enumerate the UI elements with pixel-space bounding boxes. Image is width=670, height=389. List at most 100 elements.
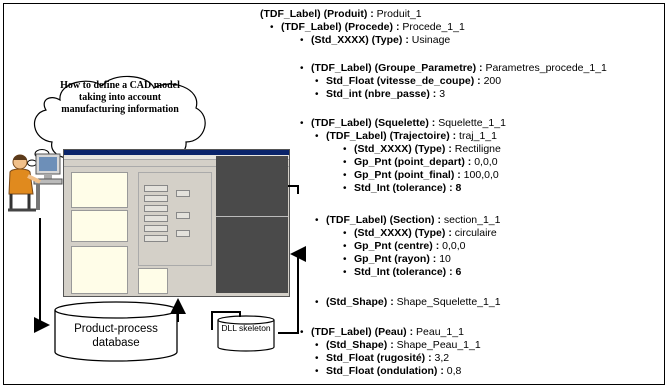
node-value: 0,0,0: [474, 156, 498, 168]
bullet-icon: •: [270, 22, 274, 33]
node-tag: Gp_Pnt (centre): [354, 240, 433, 252]
tree-node: •(TDF_Label) (Groupe_Parametre) : Parame…: [300, 62, 607, 74]
mini-button: [176, 212, 190, 219]
node-tag: Std_Float (vitesse_de_coupe): [326, 75, 475, 87]
node-tag: Std_int (nbre_passe): [326, 88, 430, 100]
tree-node: •Gp_Pnt (centre) : 0,0,0: [343, 240, 466, 252]
node-tag: (Std_Shape): [326, 339, 388, 351]
node-tag: (Std_XXXX) (Type): [354, 227, 446, 239]
bullet-icon: •: [315, 131, 319, 142]
tree-node: •(TDF_Label) (Procede) : Procede_1_1: [270, 21, 465, 33]
node-value: 3,2: [434, 352, 450, 364]
tree-node: •Gp_Pnt (point_final) : 100,0,0: [343, 169, 499, 181]
node-tag: (TDF_Label) (Peau): [311, 326, 407, 338]
mini-button: [144, 235, 168, 242]
figure-border: [3, 3, 665, 385]
node-tag: Std_Float (rugosité): [326, 352, 426, 364]
mini-button: [144, 225, 168, 232]
node-tag: Std_Int (tolerance): [354, 182, 447, 194]
mini-button: [144, 185, 168, 192]
tree-node: •Std_Int (tolerance) : 8: [343, 182, 462, 194]
tree-node: •Std_Int (tolerance) : 6: [343, 266, 462, 278]
node-tag: Std_Int (tolerance): [354, 266, 447, 278]
node-tag: (TDF_Label) (Procede): [281, 21, 394, 33]
node-value: 200: [483, 75, 502, 87]
node-tag: (Std_XXXX) (Type): [354, 143, 446, 155]
bullet-icon: •: [343, 267, 347, 278]
bullet-icon: •: [343, 170, 347, 181]
node-tag: (Std_XXXX) (Type): [311, 34, 403, 46]
button-panel: [138, 172, 212, 266]
dll-label: DLL skeleton: [221, 323, 271, 333]
bullet-icon: •: [343, 241, 347, 252]
bullet-icon: •: [315, 297, 319, 308]
tree-node: •Std_Float (ondulation) : 0,8: [315, 365, 462, 377]
mini-button: [176, 230, 190, 237]
bullet-icon: •: [315, 353, 319, 364]
bullet-icon: •: [315, 340, 319, 351]
bullet-icon: •: [300, 35, 304, 46]
window-title-bar: [64, 150, 289, 155]
tree-node: (TDF_Label) (Produit) : Produit_1: [260, 8, 422, 20]
node-tag: Std_Float (ondulation): [326, 365, 438, 377]
cloud-question-text: How to define a CAD model taking into ac…: [60, 80, 180, 115]
tree-node: •Gp_Pnt (point_depart) : 0,0,0: [343, 156, 498, 168]
node-value: 8: [455, 182, 462, 194]
window-toolbar: [64, 160, 289, 167]
mini-button: [176, 190, 190, 197]
node-tag: (TDF_Label) (Groupe_Parametre): [311, 62, 477, 74]
bullet-icon: •: [300, 63, 304, 74]
bullet-icon: •: [343, 183, 347, 194]
tree-node: •(TDF_Label) (Peau) : Peau_1_1: [300, 326, 464, 338]
mini-button: [144, 205, 168, 212]
form-panel-3: [71, 246, 128, 294]
tree-node: •(TDF_Label) (Squelette) : Squelette_1_1: [300, 117, 506, 129]
node-value: Peau_1_1: [416, 326, 464, 338]
node-value: Usinage: [411, 34, 451, 46]
node-value: Procede_1_1: [402, 21, 465, 33]
bullet-icon: •: [315, 76, 319, 87]
node-tag: Gp_Pnt (point_depart): [354, 156, 465, 168]
user-at-computer-icon: [8, 153, 63, 212]
window-menu-bar: [64, 155, 289, 160]
node-tag: (TDF_Label) (Produit): [260, 8, 368, 20]
node-value: Parametres_procede_1_1: [485, 62, 607, 74]
tree-node: •(Std_XXXX) (Type) : circulaire: [343, 227, 497, 239]
tree-node: •Std_Float (rugosité) : 3,2: [315, 352, 450, 364]
bullet-icon: •: [343, 228, 347, 239]
bullet-icon: •: [343, 254, 347, 265]
form-panel-1: [71, 172, 128, 208]
tree-node: •(Std_Shape) : Shape_Peau_1_1: [315, 339, 481, 351]
database-cylinder: [54, 301, 178, 362]
form-panel-4: [138, 268, 168, 294]
node-value: 6: [455, 266, 462, 278]
bullet-icon: •: [315, 366, 319, 377]
node-tag: (TDF_Label) (Trajectoire): [326, 130, 450, 142]
node-value: 0,0,0: [442, 240, 466, 252]
node-value: 10: [439, 253, 451, 265]
tree-node: •Std_int (nbre_passe) : 3: [315, 88, 446, 100]
3d-view-panel: [216, 156, 288, 293]
node-value: Shape_Peau_1_1: [396, 339, 481, 351]
node-value: Shape_Squelette_1_1: [396, 296, 501, 308]
node-tag: Gp_Pnt (rayon): [354, 253, 430, 265]
bullet-icon: •: [343, 144, 347, 155]
tree-node: •(TDF_Label) (Trajectoire) : traj_1_1: [315, 130, 497, 142]
node-tag: (TDF_Label) (Squelette): [311, 117, 429, 129]
database-label: Product-process database: [74, 323, 158, 349]
node-value: Produit_1: [376, 8, 422, 20]
node-value: Rectiligne: [454, 143, 501, 155]
form-panel-2: [71, 210, 128, 242]
tree-node: •(Std_Shape) : Shape_Squelette_1_1: [315, 296, 501, 308]
node-tag: (TDF_Label) (Section): [326, 214, 435, 226]
tree-node: •Std_Float (vitesse_de_coupe) : 200: [315, 75, 502, 87]
bullet-icon: •: [315, 89, 319, 100]
application-window-screenshot: [63, 149, 290, 297]
tree-node: •Gp_Pnt (rayon) : 10: [343, 253, 451, 265]
bullet-icon: •: [300, 327, 304, 338]
bullet-icon: •: [300, 118, 304, 129]
mini-button: [144, 195, 168, 202]
node-value: 0,8: [446, 365, 462, 377]
tree-node: •(Std_XXXX) (Type) : Usinage: [300, 34, 451, 46]
